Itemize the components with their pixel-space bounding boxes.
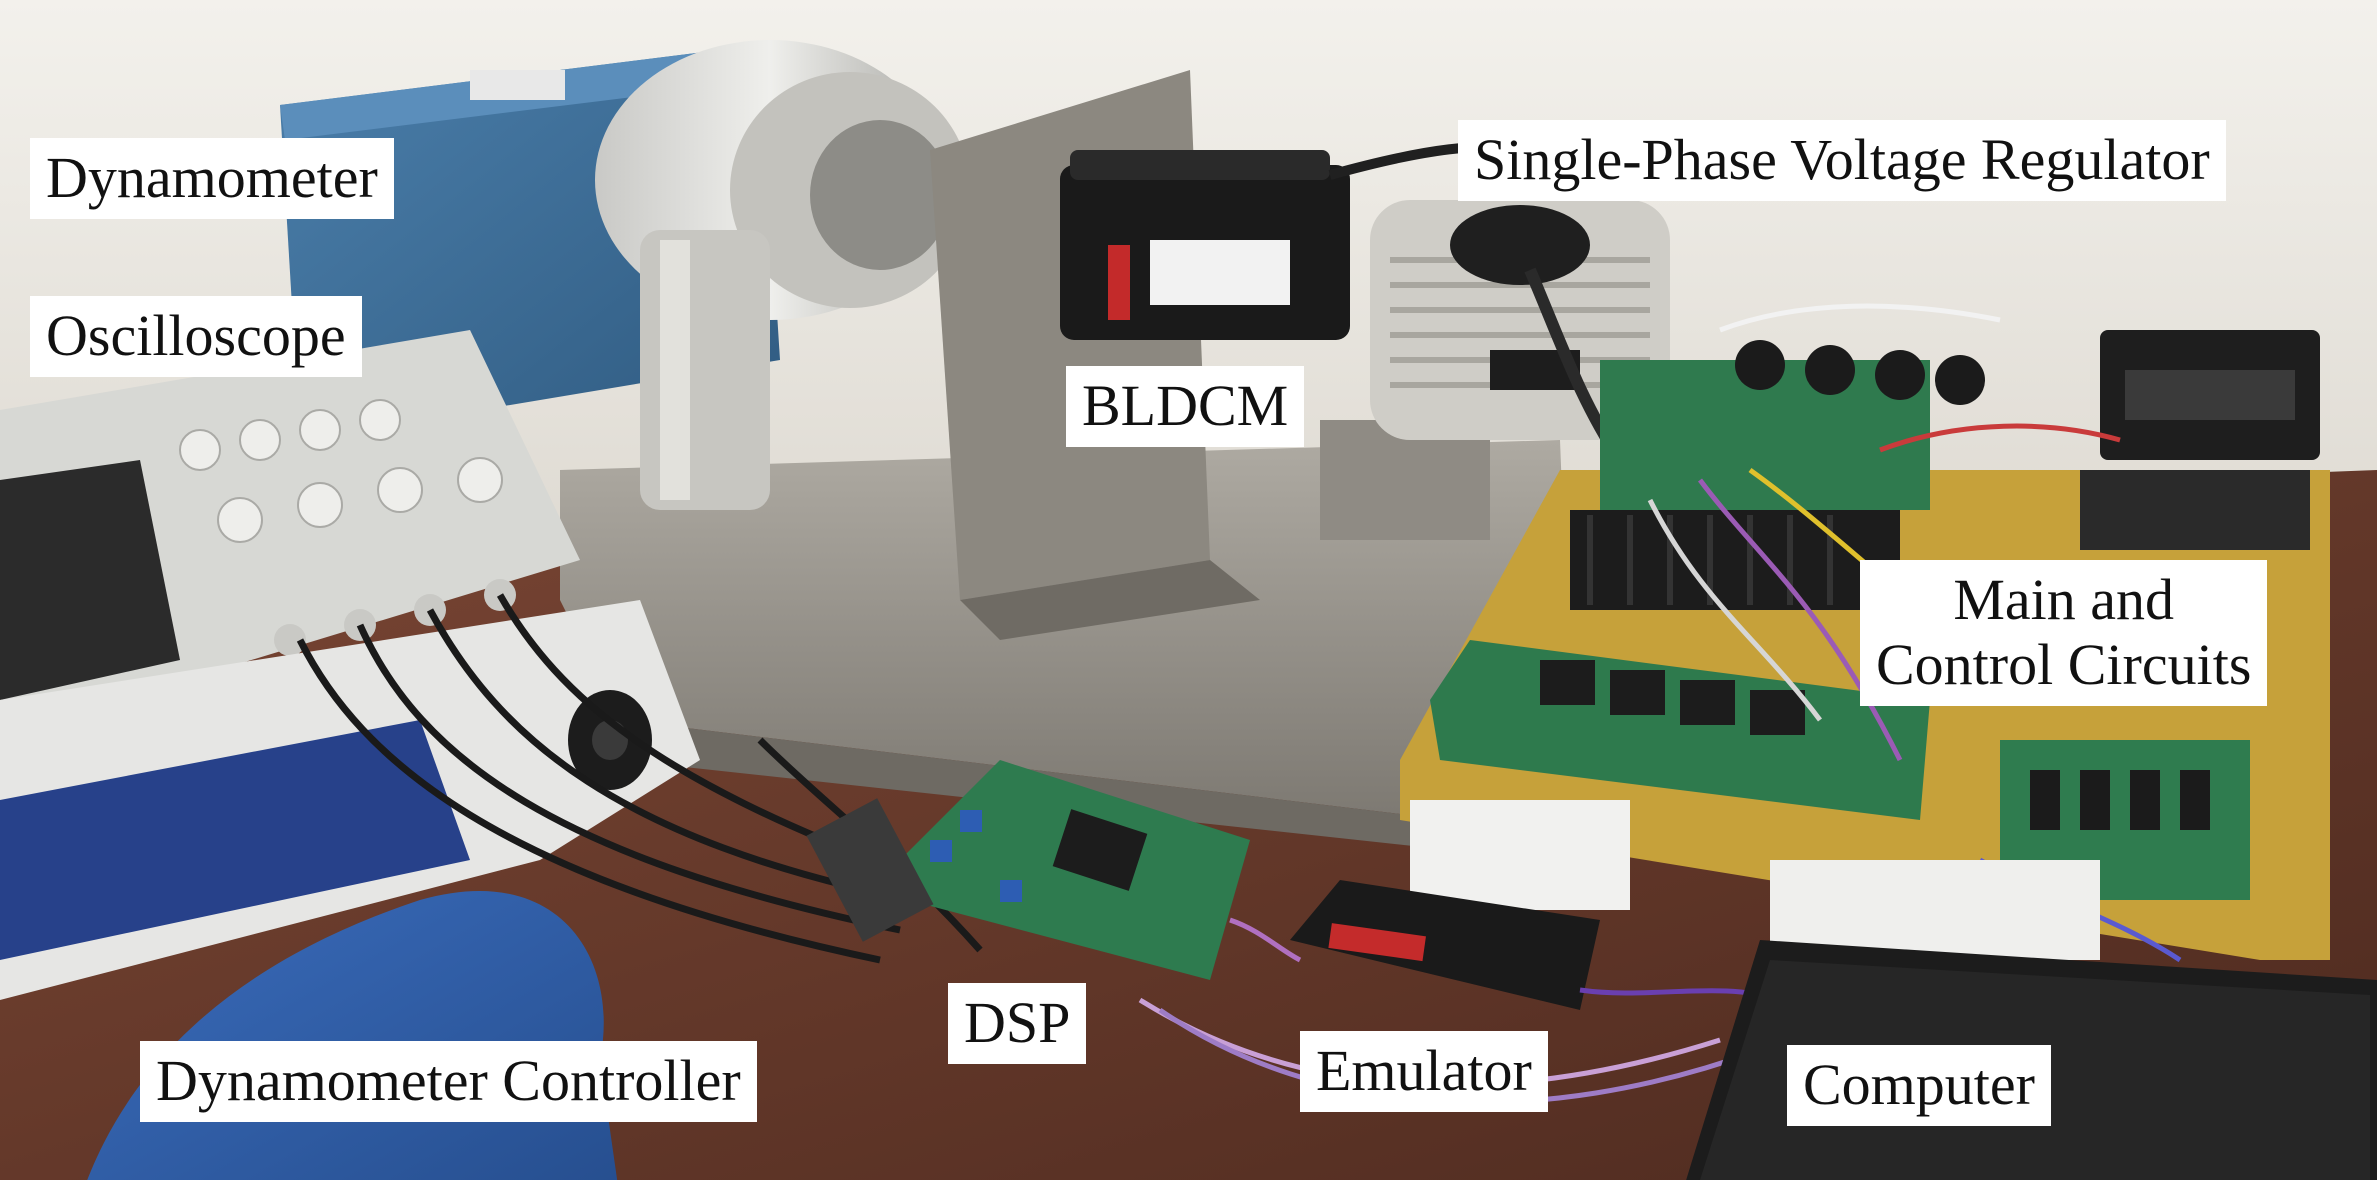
label-main-control-circuits: Main and Control Circuits bbox=[1860, 560, 2268, 706]
label-computer: Computer bbox=[1787, 1045, 2051, 1126]
label-emulator: Emulator bbox=[1300, 1031, 1548, 1112]
label-dynamometer-controller: Dynamometer Controller bbox=[140, 1041, 757, 1122]
label-voltage-regulator: Single-Phase Voltage Regulator bbox=[1458, 120, 2226, 201]
label-oscilloscope: Oscilloscope bbox=[30, 296, 362, 377]
label-dsp: DSP bbox=[948, 983, 1087, 1064]
label-dynamometer: Dynamometer bbox=[30, 138, 394, 219]
emulator-box bbox=[1290, 880, 1600, 1010]
label-main-control-line2: Control Circuits bbox=[1876, 631, 2252, 697]
label-bldcm: BLDCM bbox=[1066, 366, 1305, 447]
label-main-control-line1: Main and bbox=[1953, 567, 2175, 632]
